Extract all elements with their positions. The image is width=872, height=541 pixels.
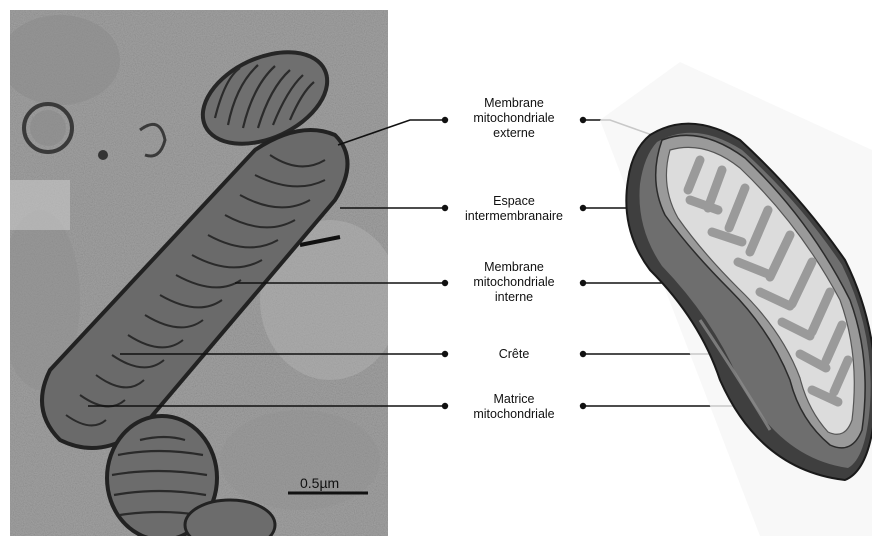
label-matrix: Matrice mitochondriale — [439, 392, 589, 422]
label-outer-membrane: Membrane mitochondriale externe — [439, 96, 589, 141]
label-intermembrane-space: Espace intermembranaire — [439, 194, 589, 224]
label-crista: Crête — [439, 347, 589, 362]
mitochondrion-illustration — [600, 62, 872, 536]
electron-micrograph — [0, 10, 400, 536]
label-inner-membrane: Membrane mitochondriale interne — [439, 260, 589, 305]
scale-bar-label: 0.5µm — [300, 475, 339, 491]
